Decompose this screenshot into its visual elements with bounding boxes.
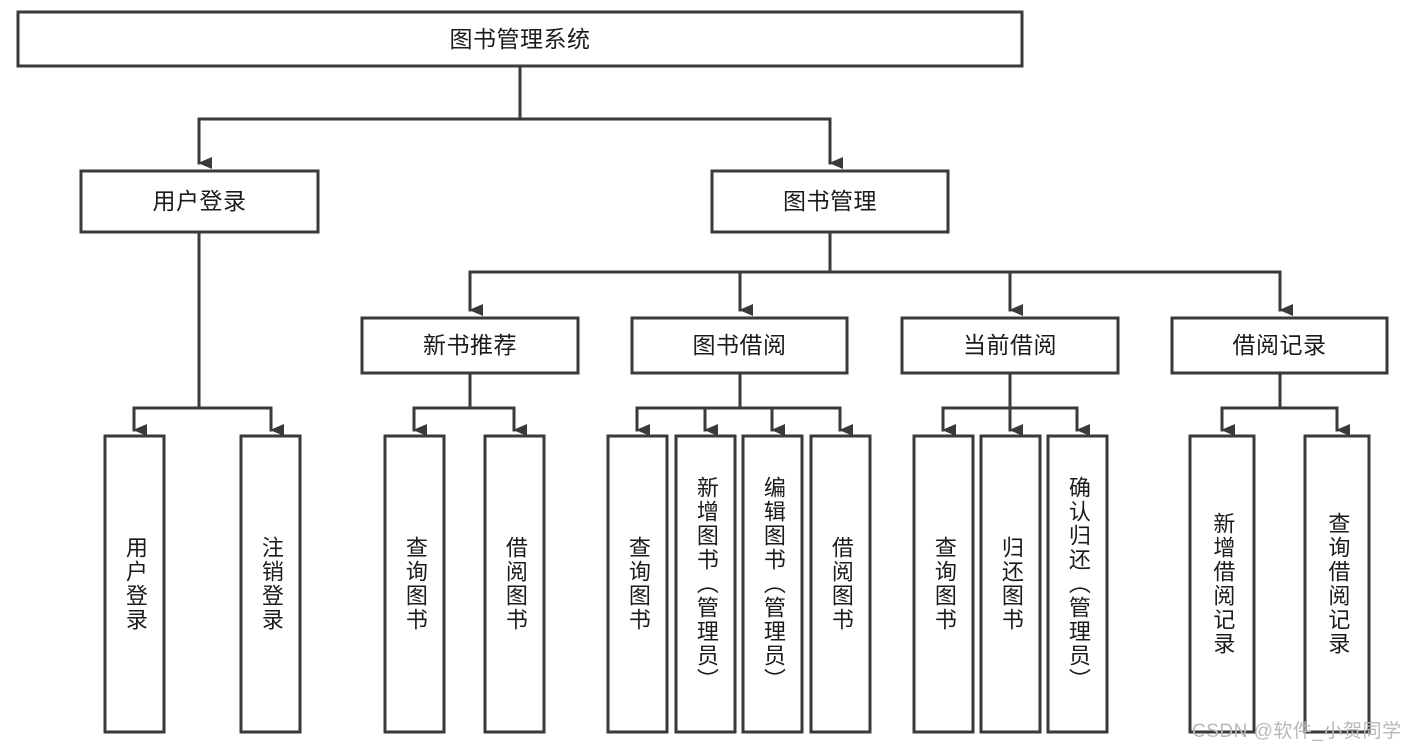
node-box-leaf-borrow-book-1[interactable] [483, 434, 546, 734]
node-box-user-login[interactable] [79, 169, 320, 234]
node-box-leaf-add-record[interactable] [1188, 434, 1256, 734]
node-box-leaf-return-book[interactable] [979, 434, 1042, 734]
node-box-root[interactable] [16, 10, 1024, 68]
node-box-leaf-logout[interactable] [239, 434, 302, 734]
node-box-leaf-query-book-1[interactable] [383, 434, 446, 734]
node-box-new-book-recommend[interactable] [360, 316, 580, 375]
node-box-leaf-edit-book[interactable] [741, 434, 804, 734]
node-box-book-manage[interactable] [710, 169, 950, 234]
node-box-leaf-add-book[interactable] [674, 434, 737, 734]
node-box-leaf-query-record[interactable] [1303, 434, 1371, 734]
node-box-leaf-user-login[interactable] [103, 434, 166, 734]
node-box-book-borrow[interactable] [630, 316, 849, 375]
node-box-leaf-confirm-return[interactable] [1046, 434, 1109, 734]
node-box-leaf-query-book-3[interactable] [912, 434, 975, 734]
node-box-leaf-query-book-2[interactable] [606, 434, 669, 734]
node-box-leaf-borrow-book-2[interactable] [809, 434, 872, 734]
node-box-borrow-record[interactable] [1170, 316, 1389, 375]
node-box-current-borrow[interactable] [900, 316, 1120, 375]
